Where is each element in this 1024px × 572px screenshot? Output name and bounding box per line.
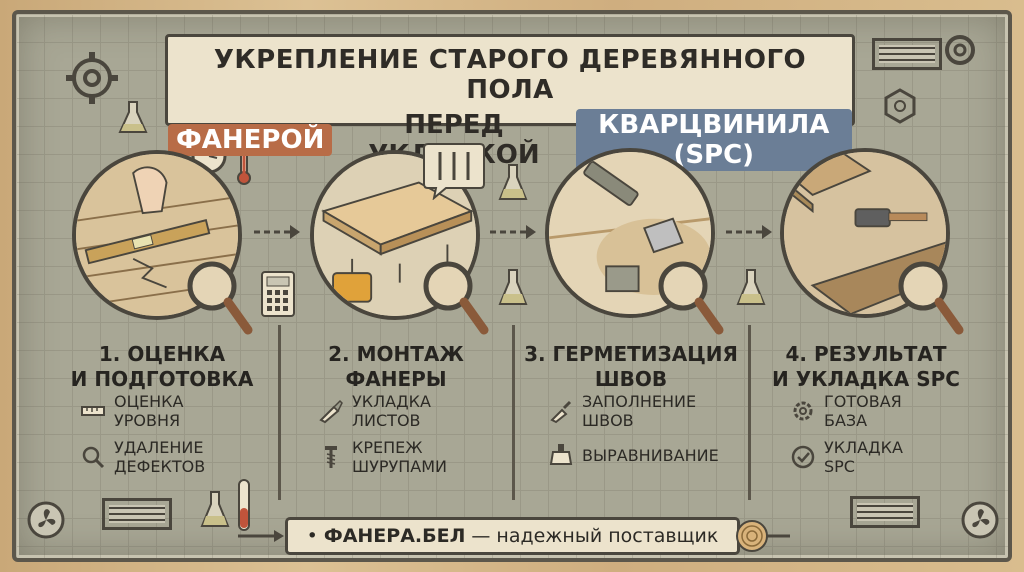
footer-tagline: надежный поставщик — [496, 525, 719, 547]
magnifier-icon — [80, 444, 106, 470]
wood-log-icon — [736, 520, 768, 552]
footer-arrow-left — [238, 530, 284, 542]
gear-icon — [790, 398, 816, 424]
magnifier-icon — [423, 261, 489, 335]
flask-icon — [736, 269, 766, 305]
magnifier-icon — [898, 261, 964, 335]
column-divider — [512, 325, 515, 500]
title-plywood-highlight: ФАНЕРОЙ — [168, 124, 333, 156]
flask-icon — [200, 491, 230, 527]
flask-icon — [498, 164, 528, 200]
screw-icon — [318, 444, 344, 470]
column-divider — [748, 325, 751, 500]
fan-icon — [961, 501, 999, 539]
fan-icon — [27, 501, 65, 539]
flow-arrow-1-2 — [254, 225, 300, 239]
step-3-item-level: ВЫРАВНИВАНИЕ — [548, 442, 719, 468]
title-panel: УКРЕПЛЕНИЕ СТАРОГО ДЕРЕВЯННОГО ПОЛА ФАНЕ… — [165, 34, 855, 171]
test-tube-icon — [238, 479, 250, 531]
flow-arrow-3-4 — [726, 225, 772, 239]
magnifier-icon — [187, 261, 253, 335]
vent-grille — [850, 496, 920, 528]
flask-icon — [118, 101, 148, 133]
hexagon-icon — [884, 88, 916, 124]
utility-knife-icon — [318, 398, 344, 424]
ruler-icon — [80, 398, 106, 424]
screws-callout-icon — [423, 143, 485, 200]
title-line-1: УКРЕПЛЕНИЕ СТАРОГО ДЕРЕВЯННОГО ПОЛА — [213, 45, 807, 105]
footer-supplier-banner: • ФАНЕРА.БЕЛ — надежный поставщик — [285, 517, 740, 555]
check-circle-icon — [790, 444, 816, 470]
caulk-knife-icon — [548, 398, 574, 424]
gear-icon — [66, 52, 118, 104]
calculator-icon — [261, 271, 295, 317]
vent-grille — [872, 38, 942, 70]
footer-brand: ФАНЕРА.БЕЛ — [323, 525, 466, 547]
magnifier-icon — [658, 261, 724, 335]
column-divider — [278, 325, 281, 500]
footer-dash: — — [471, 525, 491, 547]
gear-icon — [945, 35, 975, 65]
vent-grille — [102, 498, 172, 530]
flask-icon — [498, 269, 528, 305]
trowel-icon — [548, 442, 574, 468]
bullet-dot: • — [306, 525, 318, 547]
flow-arrow-2-3 — [490, 225, 536, 239]
title-line-2: ФАНЕРОЙ ПЕРЕД УКЛАДКОЙ КВАРЦВИНИЛА (SPC) — [168, 109, 852, 171]
